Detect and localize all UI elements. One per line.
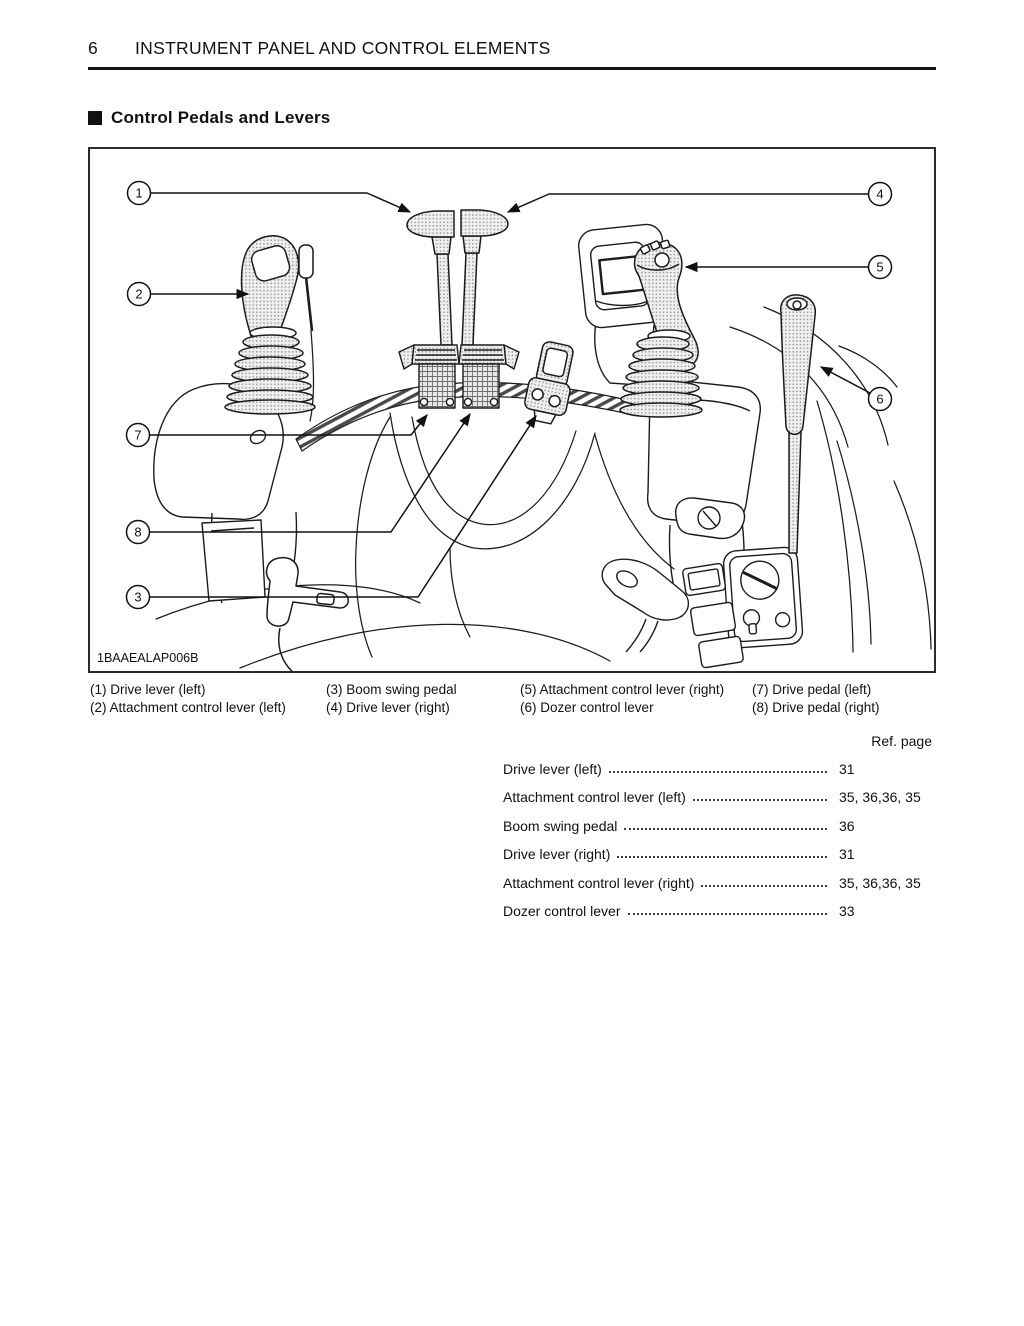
ref-row-label: Drive lever (left) — [503, 761, 602, 777]
page-number: 6 — [88, 38, 98, 58]
ref-row-page: 35, 36,36, 35 — [839, 789, 921, 805]
header-rule — [88, 67, 936, 70]
svg-text:7: 7 — [134, 428, 141, 443]
legend-item-4: (4) Drive lever (right) — [326, 700, 450, 715]
leader-4 — [506, 193, 869, 213]
callout-markers: 1 2 7 8 3 4 5 6 — [125, 180, 893, 610]
dotted-leader — [608, 771, 827, 773]
ref-row-page: 31 — [839, 846, 855, 862]
auxiliary-lever — [298, 244, 314, 332]
legend-item-3: (3) Boom swing pedal — [326, 682, 457, 697]
ref-row: Boom swing pedal 36 — [503, 818, 936, 834]
leader-1 — [150, 192, 412, 213]
ref-row: Drive lever (right) 31 — [503, 846, 936, 862]
callout-4: 4 — [867, 181, 893, 207]
ref-row-page: 35, 36,36, 35 — [839, 875, 921, 891]
svg-text:4: 4 — [876, 187, 883, 202]
ref-row-label: Dozer control lever — [503, 903, 621, 919]
drive-lever-right-knob — [460, 209, 509, 237]
legend-item-6: (6) Dozer control lever — [520, 700, 654, 715]
leader-7 — [149, 414, 428, 436]
ref-row-page: 31 — [839, 761, 855, 777]
legend-item-5: (5) Attachment control lever (right) — [520, 682, 725, 697]
ref-row-page: 33 — [839, 903, 855, 919]
drive-lever-left-knob — [406, 210, 455, 238]
figure-control-pedals-and-levers: 1 2 7 8 3 4 5 6 1BAAEALAP006B — [88, 147, 936, 673]
ref-row-label: Attachment control lever (right) — [503, 875, 695, 891]
legend-item-2: (2) Attachment control lever (left) — [90, 700, 286, 715]
figure-code: 1BAAEALAP006B — [97, 651, 198, 665]
svg-text:8: 8 — [134, 525, 141, 540]
background-contours — [155, 306, 932, 669]
ref-row: Attachment control lever (left) 35, 36,3… — [503, 789, 936, 805]
ref-row-label: Drive lever (right) — [503, 846, 611, 862]
legend-item-8: (8) Drive pedal (right) — [752, 700, 880, 715]
ref-page-header: Ref. page — [871, 733, 932, 749]
dotted-leader — [624, 828, 827, 830]
svg-text:3: 3 — [134, 590, 141, 605]
callout-3: 3 — [125, 584, 151, 610]
ref-row: Dozer control lever 33 — [503, 903, 936, 919]
attachment-control-lever-right — [619, 239, 703, 418]
svg-text:1: 1 — [135, 186, 142, 201]
page-title: INSTRUMENT PANEL AND CONTROL ELEMENTS — [135, 38, 551, 58]
leader-8 — [149, 412, 471, 533]
callout-6: 6 — [867, 386, 893, 412]
ref-row: Attachment control lever (right) 35, 36,… — [503, 875, 936, 891]
callout-7: 7 — [125, 422, 151, 448]
attachment-control-lever-left — [224, 235, 316, 415]
svg-text:6: 6 — [876, 392, 883, 407]
callout-8: 8 — [125, 519, 151, 545]
drive-pedals — [398, 344, 520, 409]
legend-item-7: (7) Drive pedal (left) — [752, 682, 872, 697]
boom-swing-pedal — [524, 341, 574, 425]
ref-row-page: 36 — [839, 818, 855, 834]
leader-lines — [149, 192, 871, 598]
ref-row: Drive lever (left) 31 — [503, 761, 936, 777]
dotted-leader — [617, 856, 827, 858]
drive-levers — [406, 209, 509, 346]
callout-1: 1 — [126, 180, 152, 206]
dotted-leader — [627, 913, 827, 915]
callout-2: 2 — [126, 281, 152, 307]
dozer-control-lever — [779, 294, 817, 554]
right-console-pod — [601, 378, 804, 669]
callout-5: 5 — [867, 254, 893, 280]
section-heading: Control Pedals and Levers — [88, 108, 330, 128]
leader-6 — [819, 366, 871, 394]
svg-text:5: 5 — [876, 260, 883, 275]
operator-station-diagram: 1 2 7 8 3 4 5 6 1BAAEALAP006B — [97, 180, 932, 671]
ref-row-label: Boom swing pedal — [503, 818, 618, 834]
dotted-leader — [701, 885, 827, 887]
legend-item-1: (1) Drive lever (left) — [90, 682, 206, 697]
svg-text:2: 2 — [135, 287, 142, 302]
section-title: Control Pedals and Levers — [111, 108, 331, 127]
dotted-leader — [692, 799, 827, 801]
left-console-pod — [153, 382, 298, 604]
ref-row-label: Attachment control lever (left) — [503, 789, 686, 805]
section-bullet-icon — [88, 111, 102, 125]
leader-3 — [149, 414, 537, 598]
